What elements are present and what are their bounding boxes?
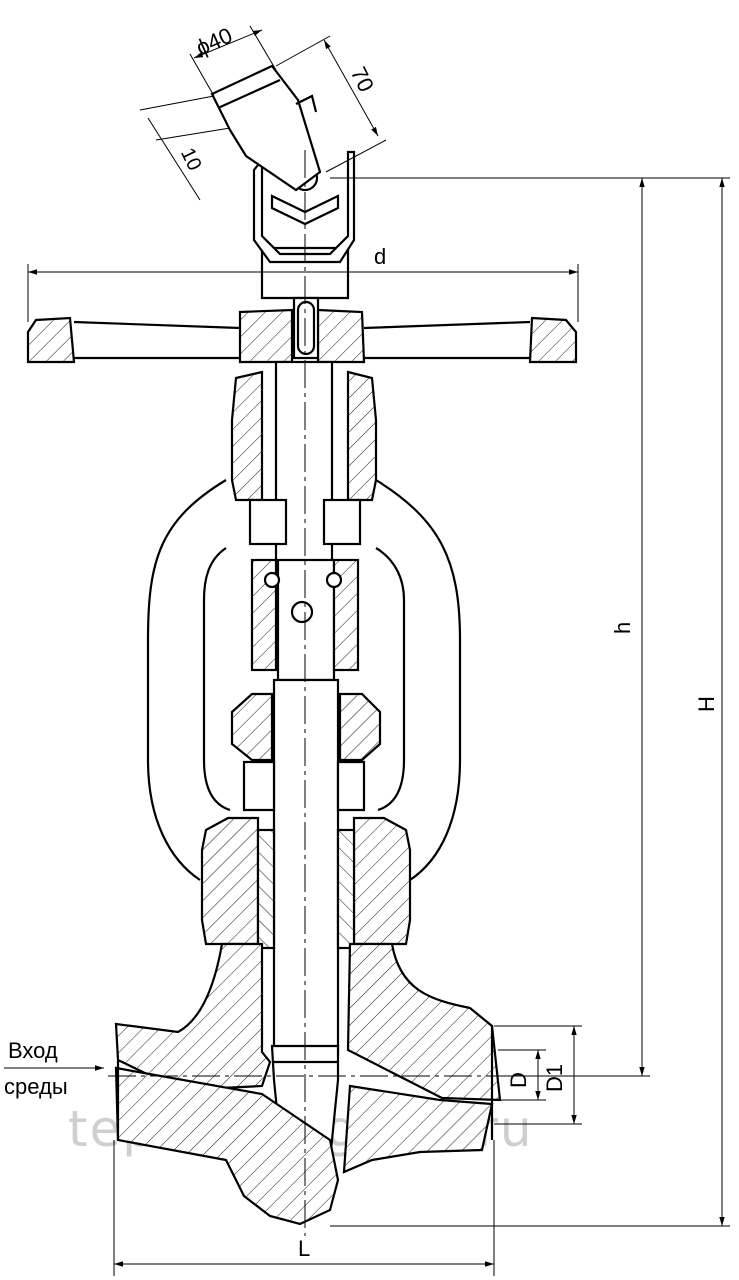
key-adapter (210, 64, 356, 300)
label-d: d (374, 244, 386, 269)
dimension-L: L (113, 1140, 495, 1276)
label-70: 70 (346, 63, 379, 96)
stem-coupling (250, 558, 360, 672)
dimension-heights: h H (330, 177, 730, 1227)
label-D1: D1 (542, 1064, 567, 1092)
label-phi40: ϕ40 (192, 22, 236, 60)
dimension-d: d (27, 244, 579, 322)
label-H: H (694, 696, 719, 712)
valve-body (114, 942, 502, 1226)
yoke-nut (230, 370, 378, 546)
label-D: D (506, 1072, 531, 1088)
dimension-diameters: D D1 (494, 1025, 582, 1125)
packing-nut (230, 692, 382, 812)
inlet-annotation: Вход среды (4, 1038, 104, 1099)
handwheel (26, 308, 578, 364)
bonnet-outline (146, 479, 462, 881)
packing-chamber (200, 816, 412, 950)
inlet-label-line1: Вход (8, 1038, 58, 1063)
label-L: L (298, 1236, 310, 1261)
inlet-label-line2: среды (4, 1074, 68, 1099)
label-h: h (610, 622, 635, 634)
